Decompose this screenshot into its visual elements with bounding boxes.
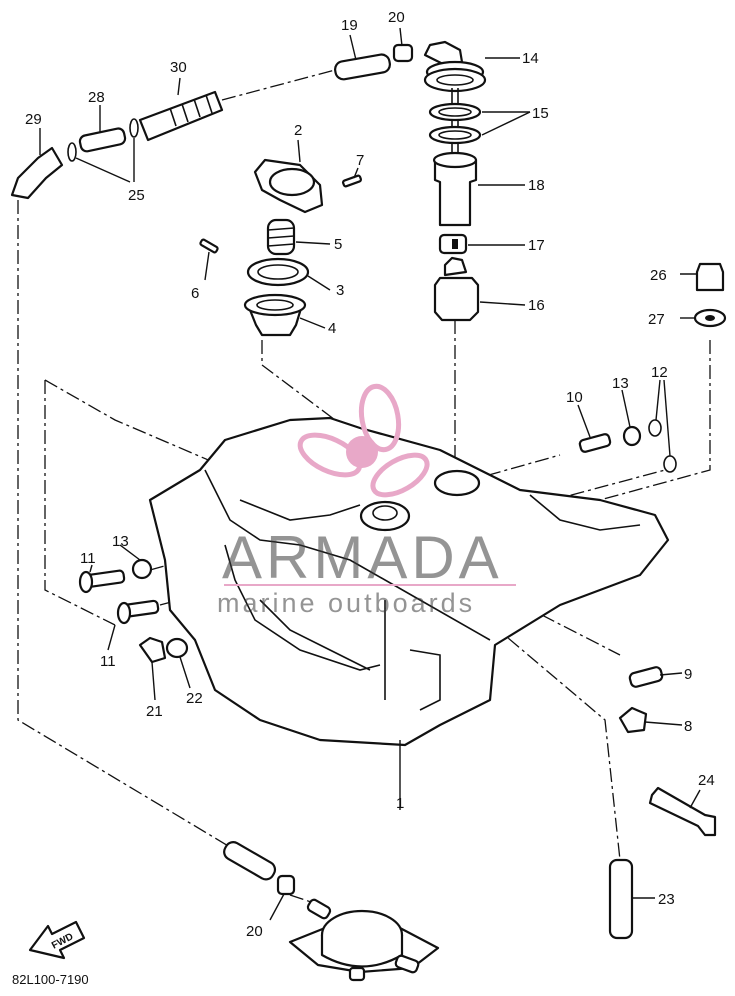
callout-9: 9 <box>684 666 692 683</box>
callout-3: 3 <box>336 282 344 299</box>
watermark-brand: ARMADA <box>222 524 503 591</box>
pin-7 <box>341 174 363 188</box>
callout-2: 2 <box>294 122 302 139</box>
band-24 <box>648 786 717 837</box>
gauge-tube <box>432 151 478 227</box>
fwd-arrow: FWD <box>28 920 86 960</box>
cap-spring <box>266 218 296 256</box>
callout-labels: 19 20 14 15 18 17 16 2 7 5 3 4 6 30 28 2… <box>25 9 715 940</box>
fitting-9 <box>628 666 664 688</box>
bolt-11-lower <box>116 599 160 625</box>
callout-5: 5 <box>334 236 342 253</box>
fuel-pump <box>288 898 440 982</box>
callout-17: 17 <box>528 237 545 254</box>
breather-hose <box>138 90 224 142</box>
callout-19: 19 <box>341 17 358 34</box>
fuel-tank <box>148 416 670 747</box>
nut-26 <box>695 262 725 292</box>
callout-10: 10 <box>566 389 583 406</box>
filler-neck <box>243 293 307 337</box>
clips-25 <box>67 118 139 162</box>
callout-16: 16 <box>528 297 545 314</box>
propeller-hub <box>346 436 378 468</box>
callout-30: 30 <box>170 59 187 76</box>
callout-13-right: 13 <box>612 375 629 392</box>
callout-6: 6 <box>191 285 199 302</box>
leader-lines <box>39 27 701 921</box>
filler-cap <box>253 158 324 214</box>
fuel-hose-lower <box>223 841 277 881</box>
washer-13-left <box>131 558 153 580</box>
callout-28: 28 <box>88 89 105 106</box>
gauge-cap <box>423 40 487 93</box>
diagram-code: 82L100-7190 <box>12 972 89 987</box>
callout-8: 8 <box>684 718 692 735</box>
gauge-clip <box>438 233 468 255</box>
callout-21: 21 <box>146 703 163 720</box>
bolt-10 <box>578 433 612 453</box>
callout-14: 14 <box>522 50 539 67</box>
propeller-logo <box>297 383 430 498</box>
pin-6 <box>199 238 219 254</box>
clips-12 <box>648 419 677 473</box>
bolt-11-upper <box>78 569 126 594</box>
clamp-20-upper <box>392 43 414 63</box>
callout-11-upper: 11 <box>80 550 96 567</box>
hose-joint-28 <box>78 127 127 153</box>
callout-15: 15 <box>532 105 549 122</box>
elbow-hose-29 <box>10 146 64 200</box>
callout-12: 12 <box>651 364 668 381</box>
vent-tube-19 <box>334 53 391 81</box>
callout-1: 1 <box>396 795 404 812</box>
callout-25: 25 <box>128 187 145 204</box>
washer-13-right <box>622 425 642 447</box>
callout-23: 23 <box>658 891 675 908</box>
callout-20-upper: 20 <box>388 9 405 26</box>
callout-7: 7 <box>356 152 364 169</box>
callout-13-left: 13 <box>112 533 129 550</box>
callout-22: 22 <box>186 690 203 707</box>
callout-29: 29 <box>25 111 42 128</box>
callout-4: 4 <box>328 320 336 337</box>
watermark-tagline: marine outboards <box>217 588 475 618</box>
callout-11-lower: 11 <box>100 653 116 670</box>
callout-24: 24 <box>698 772 715 789</box>
callout-26: 26 <box>650 267 667 284</box>
armada-watermark: ARMADA marine outboards <box>217 383 516 618</box>
callout-18: 18 <box>528 177 545 194</box>
gauge-gasket-lower <box>428 125 482 145</box>
clamp-20-lower <box>276 874 296 896</box>
callout-27: 27 <box>648 311 665 328</box>
gauge-gasket-upper <box>428 102 482 122</box>
callout-20-lower: 20 <box>246 923 263 940</box>
cap-ring <box>246 257 310 287</box>
clamp-22 <box>165 637 189 659</box>
washer-27 <box>693 308 727 328</box>
fitting-8 <box>618 706 648 734</box>
fitting-21 <box>138 636 167 664</box>
gauge-float <box>433 256 480 322</box>
tube-23 <box>608 858 634 940</box>
